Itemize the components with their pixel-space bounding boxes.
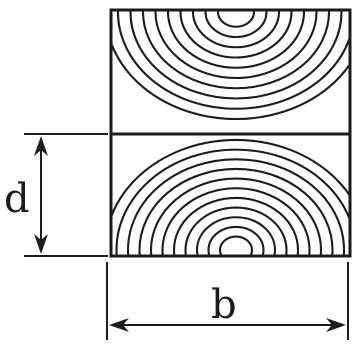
width-arrowhead-left xyxy=(109,318,129,332)
depth-dimension xyxy=(24,133,108,257)
lower-grain-ring xyxy=(207,225,265,256)
lower-grain-ring xyxy=(184,206,288,256)
upper-piece-grain-rings xyxy=(111,10,350,121)
lower-grain-ring xyxy=(111,138,350,221)
upper-grain-ring xyxy=(216,10,256,28)
width-arrowhead-right xyxy=(326,318,346,332)
lower-grain-ring xyxy=(195,216,277,256)
depth-arrowhead-top xyxy=(34,136,48,156)
lower-grain-ring xyxy=(138,167,334,256)
upper-grain-ring xyxy=(204,10,268,39)
lower-grain-ring xyxy=(115,148,350,256)
upper-grain-ring xyxy=(116,10,350,110)
lower-grain-ring xyxy=(126,158,346,256)
upper-grain-ring xyxy=(191,10,281,49)
upper-grain-ring xyxy=(179,10,293,59)
upper-grain-ring xyxy=(166,10,306,69)
lower-piece-grain-rings xyxy=(111,138,350,256)
upper-grain-ring xyxy=(111,39,350,121)
lower-grain-ring xyxy=(218,235,254,256)
upper-grain-ring xyxy=(154,10,318,80)
lower-grain-ring xyxy=(149,177,323,256)
upper-grain-ring xyxy=(141,10,331,90)
upper-grain-ring xyxy=(129,10,343,100)
lower-grain-ring xyxy=(161,187,311,256)
depth-label: d xyxy=(4,176,30,222)
width-dimension xyxy=(106,262,349,340)
width-label: b xyxy=(211,282,237,328)
depth-arrowhead-bottom xyxy=(34,234,48,254)
lower-grain-ring xyxy=(172,196,300,256)
